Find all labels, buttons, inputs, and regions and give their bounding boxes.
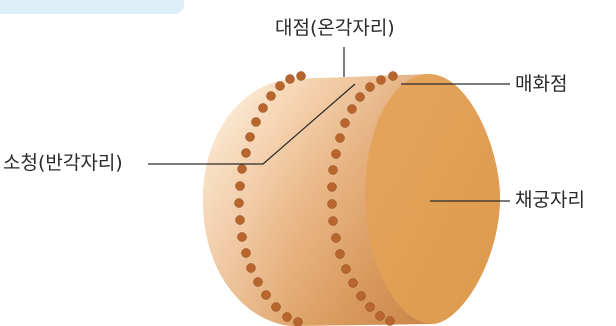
bead: [366, 303, 375, 312]
bead: [236, 182, 245, 191]
bead: [336, 134, 345, 143]
bead: [246, 133, 255, 142]
bead: [349, 279, 358, 288]
bead: [242, 249, 251, 258]
bead: [328, 200, 337, 209]
bead: [328, 183, 337, 192]
bead: [389, 72, 398, 81]
bead: [342, 265, 351, 274]
bead: [377, 76, 386, 85]
bead: [348, 105, 357, 114]
bead: [276, 82, 285, 91]
bead: [267, 92, 276, 101]
bead: [283, 313, 292, 322]
top-label: 대점(온각자리): [275, 19, 395, 38]
bead: [329, 217, 338, 226]
bead: [252, 118, 261, 127]
bead: [376, 312, 385, 321]
bead: [238, 233, 247, 242]
bead: [329, 166, 338, 175]
bead: [341, 119, 350, 128]
bead: [386, 317, 395, 326]
bead: [357, 292, 366, 301]
bead: [272, 303, 281, 312]
bead: [238, 165, 247, 174]
bead: [336, 250, 345, 259]
bead: [254, 278, 263, 287]
bead: [332, 234, 341, 243]
bead: [259, 104, 268, 113]
left-label: 소청(반각자리): [3, 154, 123, 173]
bead: [247, 264, 256, 273]
bead: [242, 149, 251, 158]
bead: [236, 216, 245, 225]
bead: [332, 150, 341, 159]
bead: [235, 199, 244, 208]
bead: [294, 318, 303, 326]
bead: [366, 83, 375, 92]
right-middle-label: 채궁자리: [515, 191, 585, 210]
bead: [356, 93, 365, 102]
bead: [286, 75, 295, 84]
bead: [297, 72, 306, 81]
bead: [262, 291, 271, 300]
right-top-label: 매화점: [515, 75, 567, 94]
